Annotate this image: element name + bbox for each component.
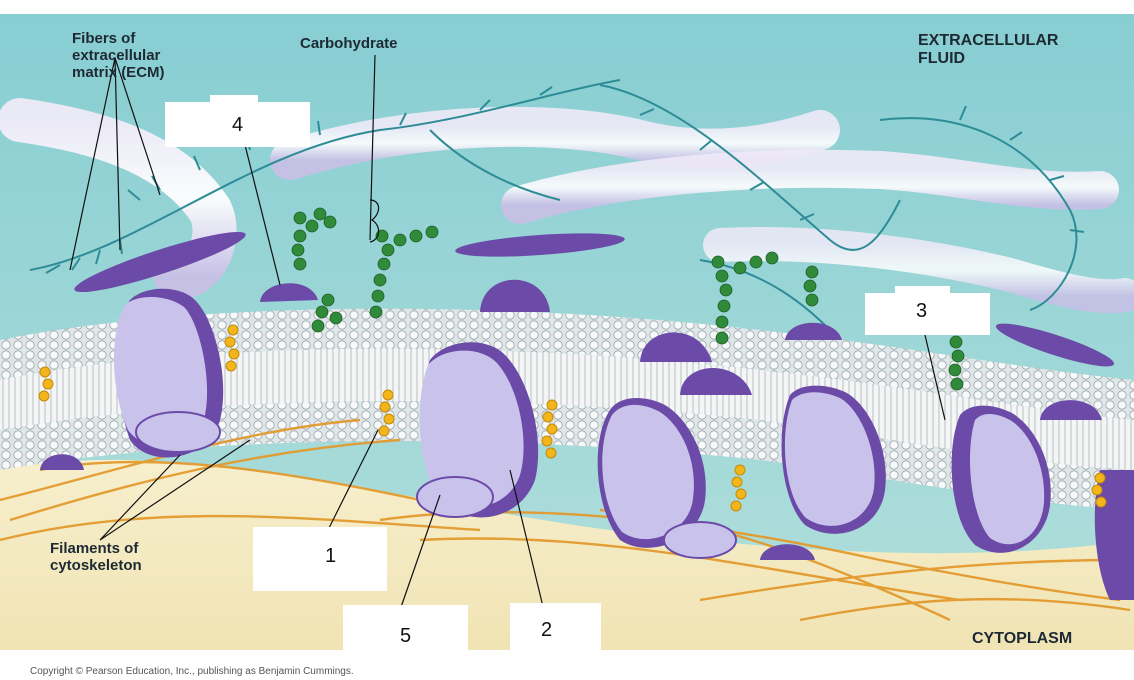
cytoskeleton-label: Filaments of cytoskeleton	[50, 540, 142, 574]
blank-box-4-tab	[210, 95, 258, 107]
extracellular-fluid-label: EXTRACELLULAR FLUID	[918, 32, 1058, 68]
blank-number-4: 4	[232, 114, 243, 137]
blank-number-2: 2	[541, 619, 552, 642]
frame-white-top	[0, 0, 1134, 14]
blank-number-5: 5	[400, 625, 411, 648]
blank-number-3: 3	[916, 300, 927, 323]
blank-box-3[interactable]	[865, 293, 990, 335]
blank-box-2-tab	[518, 655, 563, 665]
cytoplasm-label: CYTOPLASM	[972, 630, 1072, 647]
carbohydrate-label: Carbohydrate	[300, 35, 398, 52]
copyright-text: Copyright © Pearson Education, Inc., pub…	[30, 666, 354, 677]
blank-box-1[interactable]	[253, 527, 387, 591]
ecm-label: Fibers of extracellular matrix (ECM)	[72, 30, 165, 81]
blank-box-2[interactable]	[510, 603, 601, 658]
blank-number-1: 1	[325, 545, 336, 568]
blank-box-3-tab	[895, 286, 950, 298]
